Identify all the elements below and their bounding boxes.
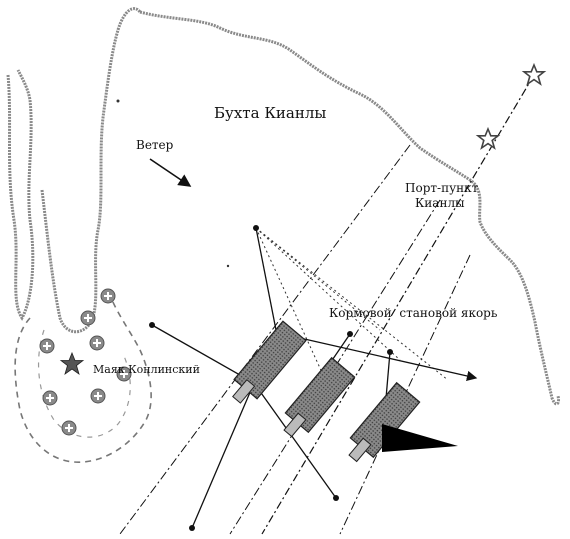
mooring-line bbox=[253, 382, 337, 499]
wedge-mark bbox=[382, 424, 458, 452]
berth-line bbox=[119, 144, 411, 535]
shoal-outline bbox=[14, 299, 152, 463]
mooring-line bbox=[255, 227, 277, 331]
cross-circle-icon bbox=[89, 335, 105, 351]
cross-circle-icon bbox=[100, 288, 116, 304]
wind-label: Ветер bbox=[136, 138, 174, 152]
shoal-outline-inner bbox=[37, 329, 131, 438]
anchor-points bbox=[149, 225, 393, 531]
cross-circle-icon bbox=[61, 420, 77, 436]
vessel-1 bbox=[232, 320, 307, 404]
guide-line bbox=[255, 227, 381, 331]
depth-speck bbox=[116, 99, 120, 103]
vessel-2 bbox=[283, 356, 356, 438]
cross-circle-icon bbox=[90, 388, 106, 404]
wind-arrow bbox=[149, 158, 192, 187]
lighthouse-label: Маяк Конлинский bbox=[93, 363, 200, 376]
mooring-line bbox=[191, 382, 255, 529]
shoal-marks bbox=[39, 288, 132, 436]
depth-speck bbox=[226, 264, 230, 268]
mooring-line bbox=[299, 337, 478, 382]
berth-line bbox=[229, 199, 441, 535]
port-label: Порт-пункт Кианлы bbox=[405, 181, 478, 211]
star-icon bbox=[475, 126, 501, 150]
guide-line bbox=[255, 227, 449, 381]
stern-anchor-label: Кормовой становой якорь bbox=[329, 306, 498, 320]
coastline-north bbox=[139, 10, 560, 406]
cross-circle-icon bbox=[39, 338, 55, 354]
star-icon bbox=[59, 351, 85, 375]
port-label-line2: Кианлы bbox=[415, 196, 465, 210]
vessel-3 bbox=[348, 381, 421, 463]
cross-circle-icon bbox=[116, 366, 132, 382]
cross-circle-icon bbox=[42, 390, 58, 406]
bay-label: Бухта Кианлы bbox=[214, 104, 327, 122]
coastline-west bbox=[6, 7, 142, 334]
port-label-line1: Порт-пункт bbox=[405, 181, 479, 195]
cross-circle-icon bbox=[80, 310, 96, 326]
star-icon bbox=[521, 62, 547, 86]
mooring-line bbox=[151, 324, 255, 384]
